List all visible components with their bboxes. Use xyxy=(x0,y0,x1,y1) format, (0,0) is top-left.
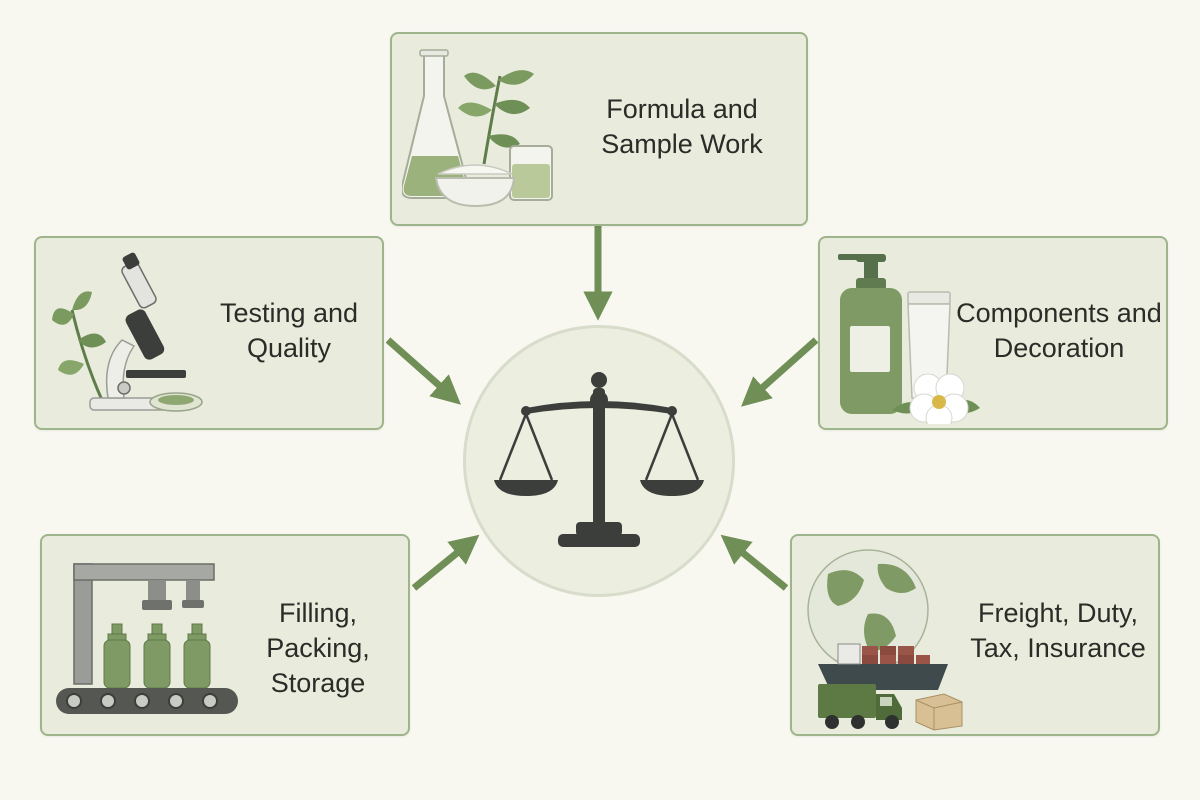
microscope-icon xyxy=(52,252,203,412)
filling-machine-icon xyxy=(56,563,238,714)
node-components-and-decoration: Components and Decoration xyxy=(818,236,1168,430)
arrow-components-to-center xyxy=(741,337,819,407)
arrow-freight-to-center xyxy=(720,534,789,591)
center-hub xyxy=(463,325,735,597)
node-filling-label-line2: Storage xyxy=(270,668,366,698)
balance-scale-icon xyxy=(494,372,704,547)
node-filling-label-line1: Filling, Packing, xyxy=(266,598,370,663)
node-testing-and-quality: Testing and Quality xyxy=(34,236,384,430)
node-freight-duty-tax-insurance: Freight, Duty, Tax, Insurance xyxy=(790,534,1160,736)
arrow-filling-to-center xyxy=(411,534,480,591)
pump-bottle-tube-icon xyxy=(838,254,980,424)
node-freight-label-line2: Tax, Insurance xyxy=(970,633,1146,663)
node-freight-label-line1: Freight, Duty, xyxy=(977,598,1139,628)
node-testing-label-line2: Quality xyxy=(246,333,332,363)
node-formula-label-line1: Formula and xyxy=(606,94,758,124)
node-testing-label-line1: Testing and xyxy=(219,298,359,328)
node-components-label-line1: Components and xyxy=(956,298,1162,328)
arrow-testing-to-center xyxy=(385,337,461,405)
node-components-label-line2: Decoration xyxy=(993,333,1125,363)
globe-ship-truck-icon xyxy=(807,549,963,731)
node-formula-label-line2: Sample Work xyxy=(601,129,763,159)
lab-flask-leaf-icon xyxy=(402,49,553,208)
node-formula-and-sample-work: Formula and Sample Work xyxy=(390,32,808,226)
node-filling-packing-storage: Filling, Packing, Storage xyxy=(40,534,410,736)
